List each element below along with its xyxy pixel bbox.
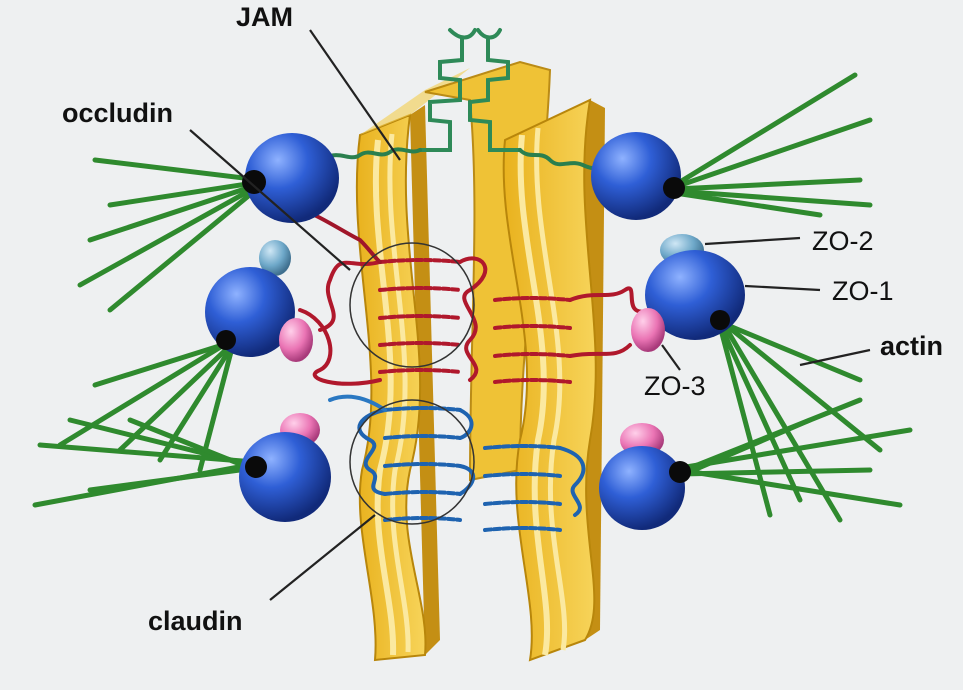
actin-anchor-left-mid [216,330,236,350]
zo3-protein-left-mid [279,318,313,362]
label-actin: actin [880,331,943,361]
label-occludin: occludin [62,98,173,128]
label-claudin: claudin [148,606,243,636]
zo3-protein-right-mid [631,308,665,352]
actin-anchor-right-top [663,177,685,199]
actin-anchor-left-top [242,170,266,194]
label-zo2: ZO-2 [812,226,874,256]
label-zo1: ZO-1 [832,276,894,306]
actin-anchor-right-mid [710,310,730,330]
label-zo3: ZO-3 [644,371,706,401]
actin-anchor-left-bottom [245,456,267,478]
actin-anchor-right-bottom [669,461,691,483]
zo1-protein-right-bottom [599,446,685,530]
label-jam: JAM [236,2,293,32]
zo1-protein-right-top [591,132,681,220]
